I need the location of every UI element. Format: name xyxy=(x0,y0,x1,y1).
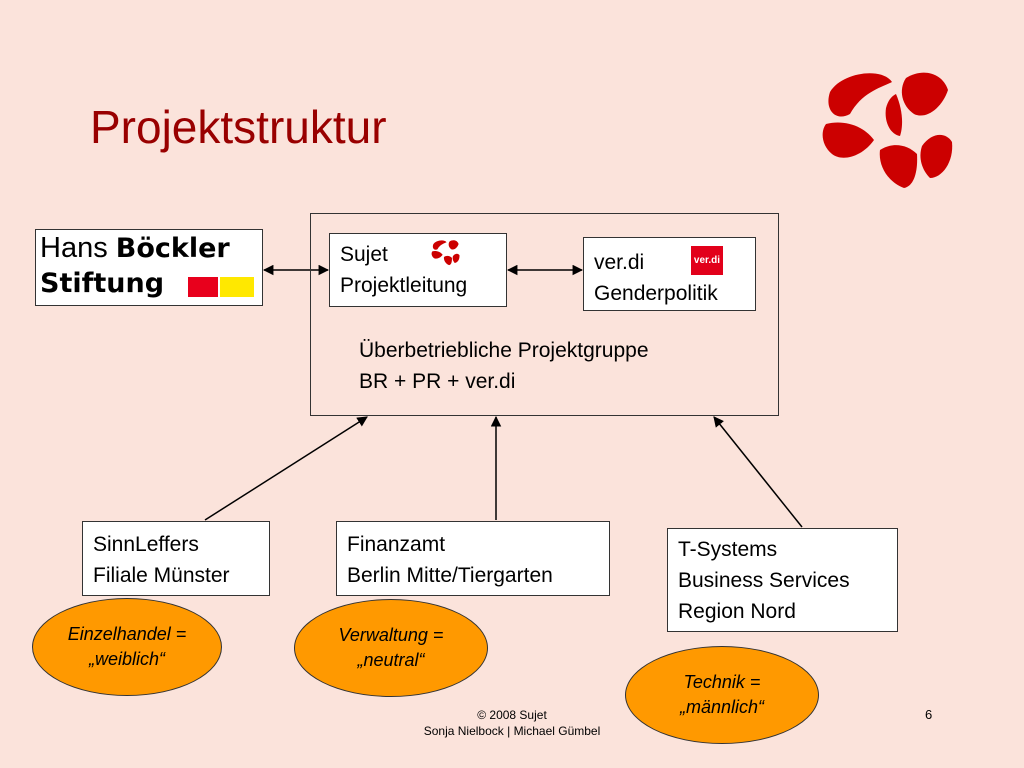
hbs-logo-line-1: Hans Böckler xyxy=(40,232,230,265)
einzelhandel-line-2: „weiblich“ xyxy=(88,649,166,669)
sinnleffers-box: SinnLeffers Filiale Münster xyxy=(82,521,270,596)
slide-footer: © 2008 Sujet Sonja Nielbock | Michael Gü… xyxy=(0,707,1024,739)
verdi-line-1: ver.di xyxy=(594,251,645,274)
verdi-genderpolitik-box: ver.di Genderpolitik xyxy=(583,237,756,311)
sujet-line-1: Sujet xyxy=(340,243,388,266)
group-container: Überbetriebliche Projektgruppe BR + PR +… xyxy=(310,213,779,416)
page-number: 6 xyxy=(925,707,933,722)
footer-copyright: © 2008 Sujet xyxy=(477,708,547,722)
tsystems-box: T-Systems Business Services Region Nord xyxy=(667,528,898,632)
group-label: Überbetriebliche Projektgruppe BR + PR +… xyxy=(359,335,649,397)
finanzamt-line-2: Berlin Mitte/Tiergarten xyxy=(347,564,553,587)
verdi-logo-icon: ver.di xyxy=(691,246,723,275)
sinnleffers-line-1: SinnLeffers xyxy=(93,533,199,556)
arrow-sinnleffers-group xyxy=(204,416,368,521)
verwaltung-line-1: Verwaltung = xyxy=(338,625,444,645)
technik-line-1: Technik = xyxy=(683,672,761,692)
hbs-word-stiftung: Stiftung xyxy=(40,268,165,299)
tsystems-line-1: T-Systems xyxy=(678,538,778,561)
hbs-flag-yellow xyxy=(220,277,254,297)
technik-line-2: „männlich“ xyxy=(679,697,765,717)
footer-authors: Sonja Nielbock | Michael Gümbel xyxy=(423,724,601,738)
group-line-1: Überbetriebliche Projektgruppe xyxy=(359,339,649,362)
label-verwaltung: Verwaltung = „neutral“ xyxy=(294,599,488,697)
verdi-line-2: Genderpolitik xyxy=(594,282,718,305)
hbs-word-hans: Hans xyxy=(40,232,108,264)
slide-title: Projektstruktur xyxy=(90,101,387,153)
tsystems-line-2: Business Services xyxy=(678,569,850,592)
sujet-line-2: Projektleitung xyxy=(340,274,468,297)
group-line-2: BR + PR + ver.di xyxy=(359,370,516,393)
einzelhandel-line-1: Einzelhandel = xyxy=(67,624,187,644)
verwaltung-line-2: „neutral“ xyxy=(357,650,425,670)
finanzamt-box: Finanzamt Berlin Mitte/Tiergarten xyxy=(336,521,610,596)
finanzamt-line-1: Finanzamt xyxy=(347,533,446,556)
arrow-tsystems-group xyxy=(713,416,803,528)
hbs-word-boeckler: Böckler xyxy=(115,233,230,264)
hbs-flag-red xyxy=(188,277,218,297)
sujet-logo-icon xyxy=(431,240,460,266)
sujet-logo-icon xyxy=(822,72,953,188)
sujet-projektleitung-box: Sujet Projektleitung xyxy=(329,233,507,307)
sinnleffers-line-2: Filiale Münster xyxy=(93,564,230,587)
label-einzelhandel: Einzelhandel = „weiblich“ xyxy=(32,598,222,696)
label-technik: Technik = „männlich“ xyxy=(625,646,819,744)
tsystems-line-3: Region Nord xyxy=(678,600,796,623)
hans-boeckler-stiftung-logo: Hans Böckler Stiftung xyxy=(35,229,263,306)
